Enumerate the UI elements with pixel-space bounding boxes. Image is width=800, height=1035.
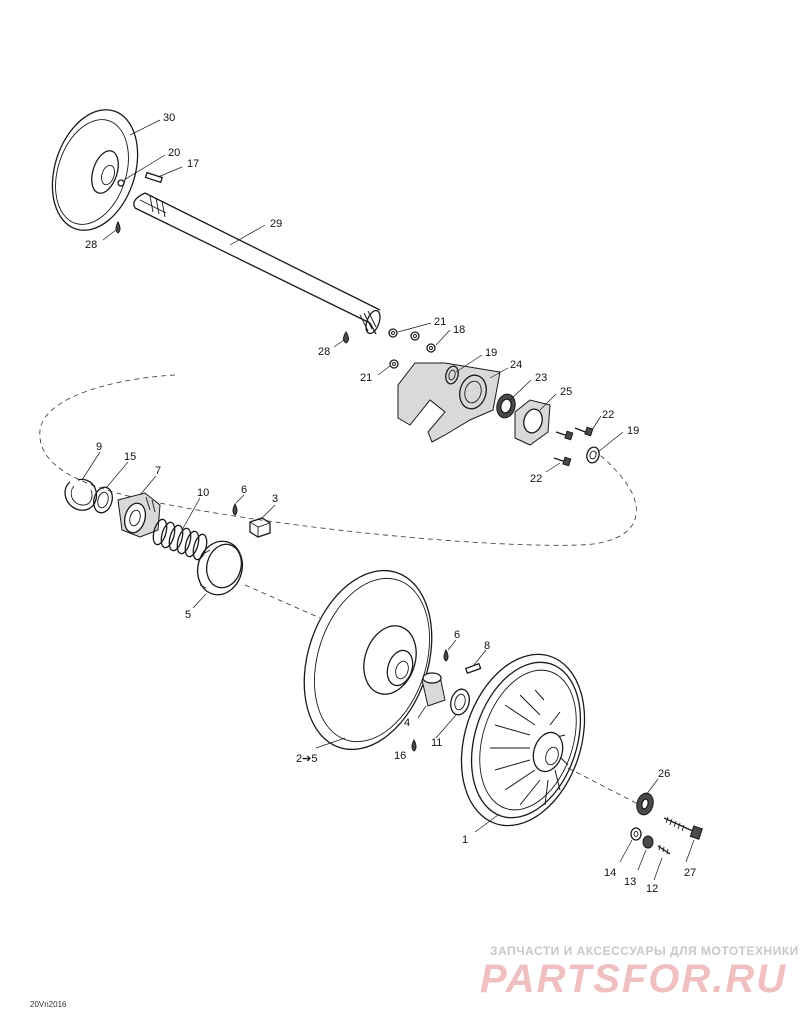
slider-shoe-part-3 bbox=[249, 517, 271, 538]
callout-4: 4 bbox=[404, 717, 410, 729]
washer-part-15 bbox=[93, 486, 113, 514]
callout-labels: 30 20 17 29 28 28 21 18 21 19 24 23 25 2… bbox=[85, 112, 696, 895]
watermark: ЗАПЧАСТИ И АКСЕССУАРЫ ДЛЯ МОТОТЕХНИКИ PA… bbox=[480, 944, 799, 1001]
callout-10: 10 bbox=[197, 487, 209, 499]
circlip-part-9 bbox=[64, 478, 98, 511]
nut-part-21a bbox=[388, 328, 398, 338]
drawing-code: 20Vn2016 bbox=[30, 1000, 67, 1009]
callout-23: 23 bbox=[535, 372, 547, 384]
callout-28-lower: 28 bbox=[318, 346, 330, 358]
watermark-tagline: ЗАПЧАСТИ И АКСЕССУАРЫ ДЛЯ МОТОТЕХНИКИ bbox=[490, 944, 799, 958]
screw-part-22a bbox=[555, 430, 574, 441]
callout-21-lower: 21 bbox=[360, 372, 372, 384]
callout-11: 11 bbox=[431, 737, 442, 749]
callout-26: 26 bbox=[658, 768, 670, 780]
axis-line-lower bbox=[567, 767, 641, 806]
callout-6-lower: 6 bbox=[454, 629, 460, 641]
callout-24: 24 bbox=[510, 359, 522, 371]
bracket-part-24 bbox=[397, 362, 501, 443]
cam-part-7 bbox=[117, 492, 161, 538]
callout-19-right: 19 bbox=[627, 425, 639, 437]
callout-3: 3 bbox=[272, 493, 278, 505]
grease-drop-part-16 bbox=[411, 738, 417, 752]
axis-line-upper bbox=[244, 584, 321, 619]
callout-15: 15 bbox=[124, 451, 136, 463]
callout-22-right: 22 bbox=[602, 409, 614, 421]
callout-6-upper: 6 bbox=[241, 484, 247, 496]
grease-drop-part-28b bbox=[343, 331, 349, 344]
bearing-part-23 bbox=[496, 393, 516, 419]
nut-part-13 bbox=[642, 835, 654, 849]
pin-part-20 bbox=[117, 179, 125, 187]
flange-part-25 bbox=[514, 399, 551, 446]
shaft-part-29 bbox=[133, 192, 381, 335]
leader-lines bbox=[81, 119, 695, 881]
washer-part-18 bbox=[426, 343, 436, 353]
callout-17: 17 bbox=[187, 158, 199, 170]
fixed-driven-sheave-part-1 bbox=[460, 653, 586, 827]
pin-part-8 bbox=[464, 662, 482, 675]
callout-25: 25 bbox=[560, 386, 572, 398]
callout-8: 8 bbox=[484, 640, 490, 652]
washer-part-26 bbox=[636, 792, 654, 816]
callout-27: 27 bbox=[684, 867, 696, 879]
callout-5: 5 bbox=[185, 609, 191, 621]
screw-part-22c bbox=[553, 456, 572, 467]
callout-22-lower: 22 bbox=[530, 473, 542, 485]
callout-2-to-5: 2➔5 bbox=[296, 753, 317, 765]
fixed-sheave-part-30 bbox=[51, 109, 139, 231]
callout-12: 12 bbox=[646, 883, 658, 895]
callout-19-upper: 19 bbox=[485, 347, 497, 359]
callout-13: 13 bbox=[624, 876, 636, 888]
screw-part-12 bbox=[657, 844, 671, 855]
seal-part-19b bbox=[586, 446, 600, 464]
bushing-part-4 bbox=[421, 672, 446, 707]
washer-part-11 bbox=[450, 688, 470, 716]
grease-drop-part-6a bbox=[232, 502, 238, 516]
nut-part-21c bbox=[389, 359, 399, 369]
callout-18: 18 bbox=[453, 324, 465, 336]
assembly-loop-dashed bbox=[39, 374, 637, 546]
callout-21-upper: 21 bbox=[434, 316, 446, 328]
bolt-part-27 bbox=[663, 816, 703, 840]
nut-part-21b bbox=[410, 331, 420, 341]
washer-part-14 bbox=[630, 827, 642, 841]
grease-drop-part-6b bbox=[443, 648, 449, 662]
callout-28-upper: 28 bbox=[85, 239, 97, 251]
seal-part-19a bbox=[445, 365, 459, 385]
spring-part-10 bbox=[152, 518, 208, 561]
callout-9: 9 bbox=[96, 441, 102, 453]
callout-30: 30 bbox=[163, 112, 175, 124]
callout-29: 29 bbox=[270, 218, 282, 230]
ring-part-5 bbox=[196, 540, 244, 596]
callout-1: 1 bbox=[462, 834, 468, 846]
callout-20: 20 bbox=[168, 147, 180, 159]
watermark-logo: PARTSFOR.RU bbox=[480, 957, 787, 1001]
grease-drop-part-28a bbox=[115, 220, 121, 234]
callout-14: 14 bbox=[604, 867, 616, 879]
key-part-17 bbox=[144, 171, 164, 184]
screw-part-22b bbox=[574, 426, 594, 437]
callout-16: 16 bbox=[394, 750, 406, 762]
callout-7: 7 bbox=[155, 465, 161, 477]
movable-sheave-part-2-5 bbox=[303, 569, 433, 751]
